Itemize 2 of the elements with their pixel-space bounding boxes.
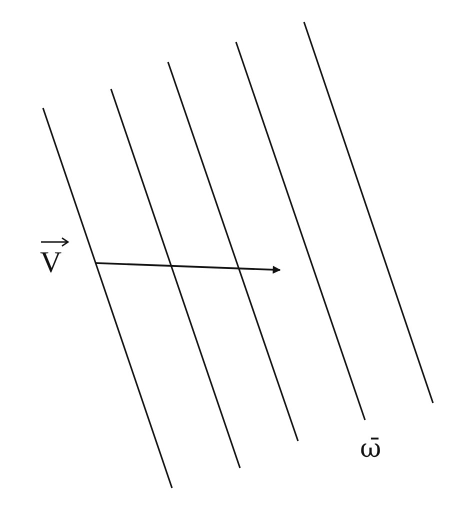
covector-label: ω̄ bbox=[360, 436, 382, 462]
vector-label: V bbox=[40, 248, 62, 278]
